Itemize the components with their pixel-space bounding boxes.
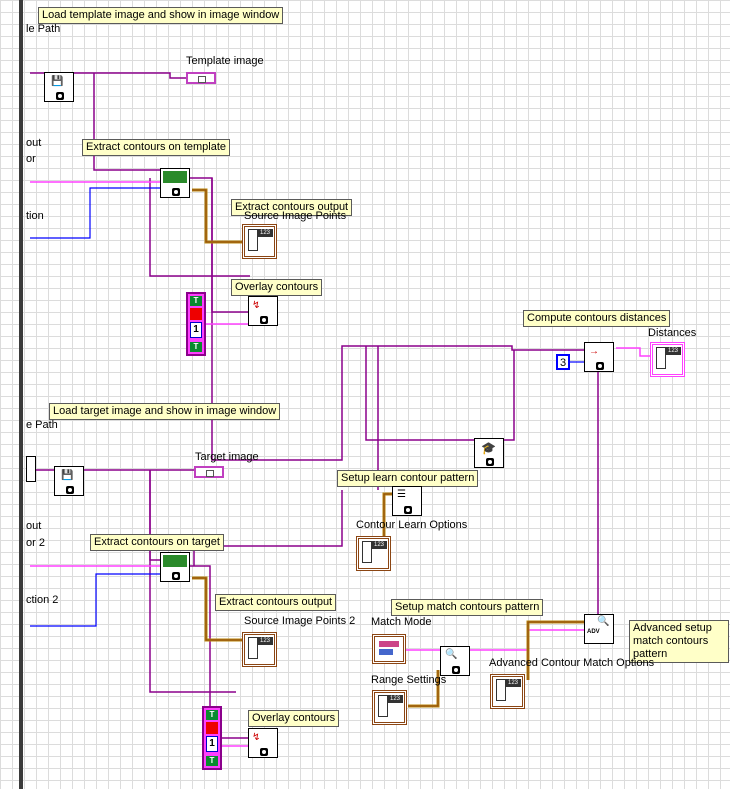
file-path-terminal-2[interactable]	[26, 456, 36, 482]
note-extract-target: Extract contours on target	[90, 534, 224, 551]
overlay-icon: ↯	[252, 300, 261, 311]
label-left-tion-1: tion	[26, 210, 44, 222]
connector-icon	[596, 362, 604, 370]
array-index-icon	[362, 541, 372, 563]
distance-icon: →	[589, 346, 599, 357]
true-constant: T	[190, 296, 202, 306]
overlay-icon: ↯	[252, 732, 261, 743]
extract-contours-vi-icon[interactable]	[160, 168, 190, 198]
label-advanced-contour-match: Advanced Contour Match Options	[489, 657, 655, 669]
extract-contours-target-vi-icon[interactable]	[160, 552, 190, 582]
connector-icon	[66, 486, 74, 494]
overlay-contours-2-vi-icon[interactable]: ↯	[248, 728, 278, 758]
note-overlay-2: Overlay contours	[248, 710, 340, 727]
numeric-icon: 123	[505, 679, 521, 687]
label-range-settings: Range Settings	[371, 674, 447, 686]
save-disk-icon: 💾	[61, 470, 74, 481]
connector-icon	[404, 506, 412, 514]
settings-sliders-icon: ☰	[397, 489, 406, 500]
left-frame-border	[19, 0, 23, 789]
connector-icon	[260, 316, 268, 324]
note-load-target: Load target image and show in image wind…	[49, 403, 281, 420]
label-left-tion-2: ction 2	[26, 594, 59, 606]
connector-icon	[56, 92, 64, 100]
array-index-icon	[656, 347, 666, 369]
boolean-array-constant-1[interactable]: T 1 T	[186, 292, 206, 356]
true-constant: T	[206, 756, 218, 766]
compute-distances-vi-icon[interactable]: →	[584, 342, 614, 372]
magnifier-icon: 🔍	[597, 616, 610, 627]
label-left-out-1: out	[26, 137, 42, 149]
magnifier-icon: 🔍	[445, 649, 458, 660]
connector-icon	[172, 188, 180, 196]
index-constant: 1	[206, 736, 218, 752]
advanced-contour-match-options-control[interactable]: 123	[490, 674, 525, 709]
contour-plot-icon	[163, 171, 187, 183]
setup-match-vi-icon[interactable]: 🔍	[440, 646, 470, 676]
note-overlay-1: Overlay contours	[231, 279, 323, 296]
true-constant: T	[190, 342, 202, 352]
index-constant: 1	[190, 322, 202, 338]
range-settings-control[interactable]: 123	[372, 690, 407, 725]
connector-icon	[172, 572, 180, 580]
target-image-terminal[interactable]	[194, 466, 224, 478]
enum-icon	[379, 649, 393, 655]
label-contour-learn-options: Contour Learn Options	[356, 519, 468, 531]
note-setup-match: Setup match contours pattern	[391, 599, 544, 616]
label-left-or-1: or	[26, 153, 36, 165]
connector-icon	[486, 458, 494, 466]
numeric-icon: 123	[665, 347, 681, 355]
note-setup-learn: Setup learn contour pattern	[337, 470, 479, 487]
load-template-vi-icon[interactable]: 💾	[44, 72, 74, 102]
label-file-path-2: e Path	[26, 419, 58, 431]
enum-icon	[379, 641, 399, 647]
learn-contour-vi-icon[interactable]: 🎓	[474, 438, 504, 468]
numeric-icon: 123	[257, 229, 273, 237]
label-source-image-points: Source Image Points	[244, 210, 347, 222]
note-extract-output-1: Extract contours output	[231, 199, 353, 216]
note-load-template: Load template image and show in image wi…	[38, 7, 284, 24]
numeric-icon: 123	[257, 637, 273, 645]
label-left-out-2: out	[26, 520, 42, 532]
connector-icon	[452, 666, 460, 674]
red-indicator	[190, 308, 202, 320]
numeric-icon: 123	[371, 541, 387, 549]
contour-plot-icon	[163, 555, 187, 567]
array-index-icon	[496, 679, 506, 701]
note-advanced-setup: Advanced setup match contours pattern	[629, 620, 729, 663]
graduation-cap-icon: 🎓	[481, 441, 496, 455]
boolean-array-constant-2[interactable]: T 1 T	[202, 706, 222, 770]
label-distances: Distances	[648, 327, 697, 339]
label-left-or-2: or 2	[26, 537, 45, 549]
numeric-icon: 123	[387, 695, 403, 703]
save-disk-icon: 💾	[51, 76, 64, 87]
array-index-icon	[248, 637, 258, 659]
source-image-points-2-indicator[interactable]: 123	[242, 632, 277, 667]
contour-learn-options-control[interactable]: 123	[356, 536, 391, 571]
load-target-vi-icon[interactable]: 💾	[54, 466, 84, 496]
connector-icon	[260, 748, 268, 756]
template-image-terminal[interactable]	[186, 72, 216, 84]
overlay-contours-vi-icon[interactable]: ↯	[248, 296, 278, 326]
note-compute-distances: Compute contours distances	[523, 310, 671, 327]
array-index-icon	[378, 695, 388, 717]
label-target-image: Target image	[195, 451, 259, 463]
distance-constant[interactable]: 3	[556, 354, 570, 370]
note-extract-output-2: Extract contours output	[215, 594, 337, 611]
label-source-image-points-2: Source Image Points 2	[244, 615, 356, 627]
setup-learn-vi-icon[interactable]: ☰	[392, 486, 422, 516]
array-index-icon	[248, 229, 258, 251]
label-match-mode: Match Mode	[371, 616, 432, 628]
label-file-path-1: le Path	[26, 23, 61, 35]
true-constant: T	[206, 710, 218, 720]
label-template-image: Template image	[186, 55, 264, 67]
match-mode-control[interactable]	[372, 634, 406, 664]
note-extract-template: Extract contours on template	[82, 139, 231, 156]
advanced-setup-match-vi-icon[interactable]: ADV 🔍	[584, 614, 614, 644]
distances-indicator[interactable]: 123	[650, 342, 685, 377]
red-indicator	[206, 722, 218, 734]
adv-icon: ADV	[587, 629, 600, 635]
source-image-points-indicator[interactable]: 123	[242, 224, 277, 259]
